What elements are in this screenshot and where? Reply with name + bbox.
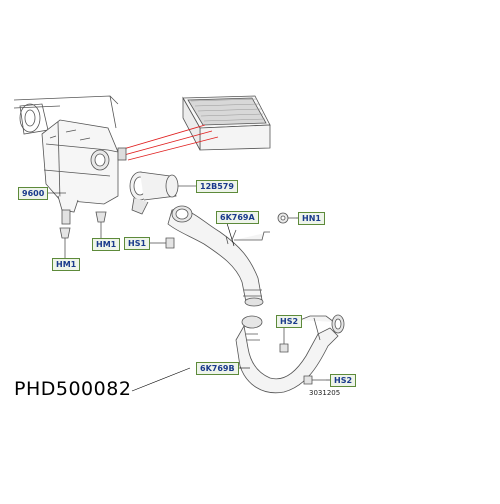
intake-hose-lower (235, 314, 345, 394)
callout-hs2-upper[interactable]: HS2 (276, 315, 303, 328)
air-cleaner-box (41, 119, 127, 225)
intake-hose-upper (167, 205, 270, 307)
hs1-screw (150, 237, 175, 249)
engine-bay-outline (13, 95, 119, 129)
mass-air-flow-sensor (129, 171, 196, 215)
hm1-bolt-left (95, 211, 107, 238)
callout-12b579[interactable]: 12B579 (196, 180, 238, 193)
intake-flange (19, 103, 49, 135)
callout-9600[interactable]: 9600 (18, 187, 49, 200)
callout-hn1[interactable]: HN1 (298, 212, 325, 225)
callout-hm1-upper[interactable]: HM1 (92, 238, 121, 251)
air-filter-element (182, 95, 271, 151)
box-grommet (59, 227, 71, 258)
hn1-nut (277, 212, 296, 224)
callout-6k769a[interactable]: 6K769A (216, 211, 259, 224)
callout-6k769b[interactable]: 6K769B (196, 362, 239, 375)
highlight-lines (119, 124, 219, 161)
callout-hm1-lower[interactable]: HM1 (52, 258, 81, 271)
callout-hs2-lower[interactable]: HS2 (330, 374, 357, 387)
callout-hs1[interactable]: HS1 (124, 237, 151, 250)
hs2-screws (279, 326, 326, 385)
figure-id: 3031205 (309, 389, 341, 397)
part-number: PHD500082 (14, 378, 132, 400)
